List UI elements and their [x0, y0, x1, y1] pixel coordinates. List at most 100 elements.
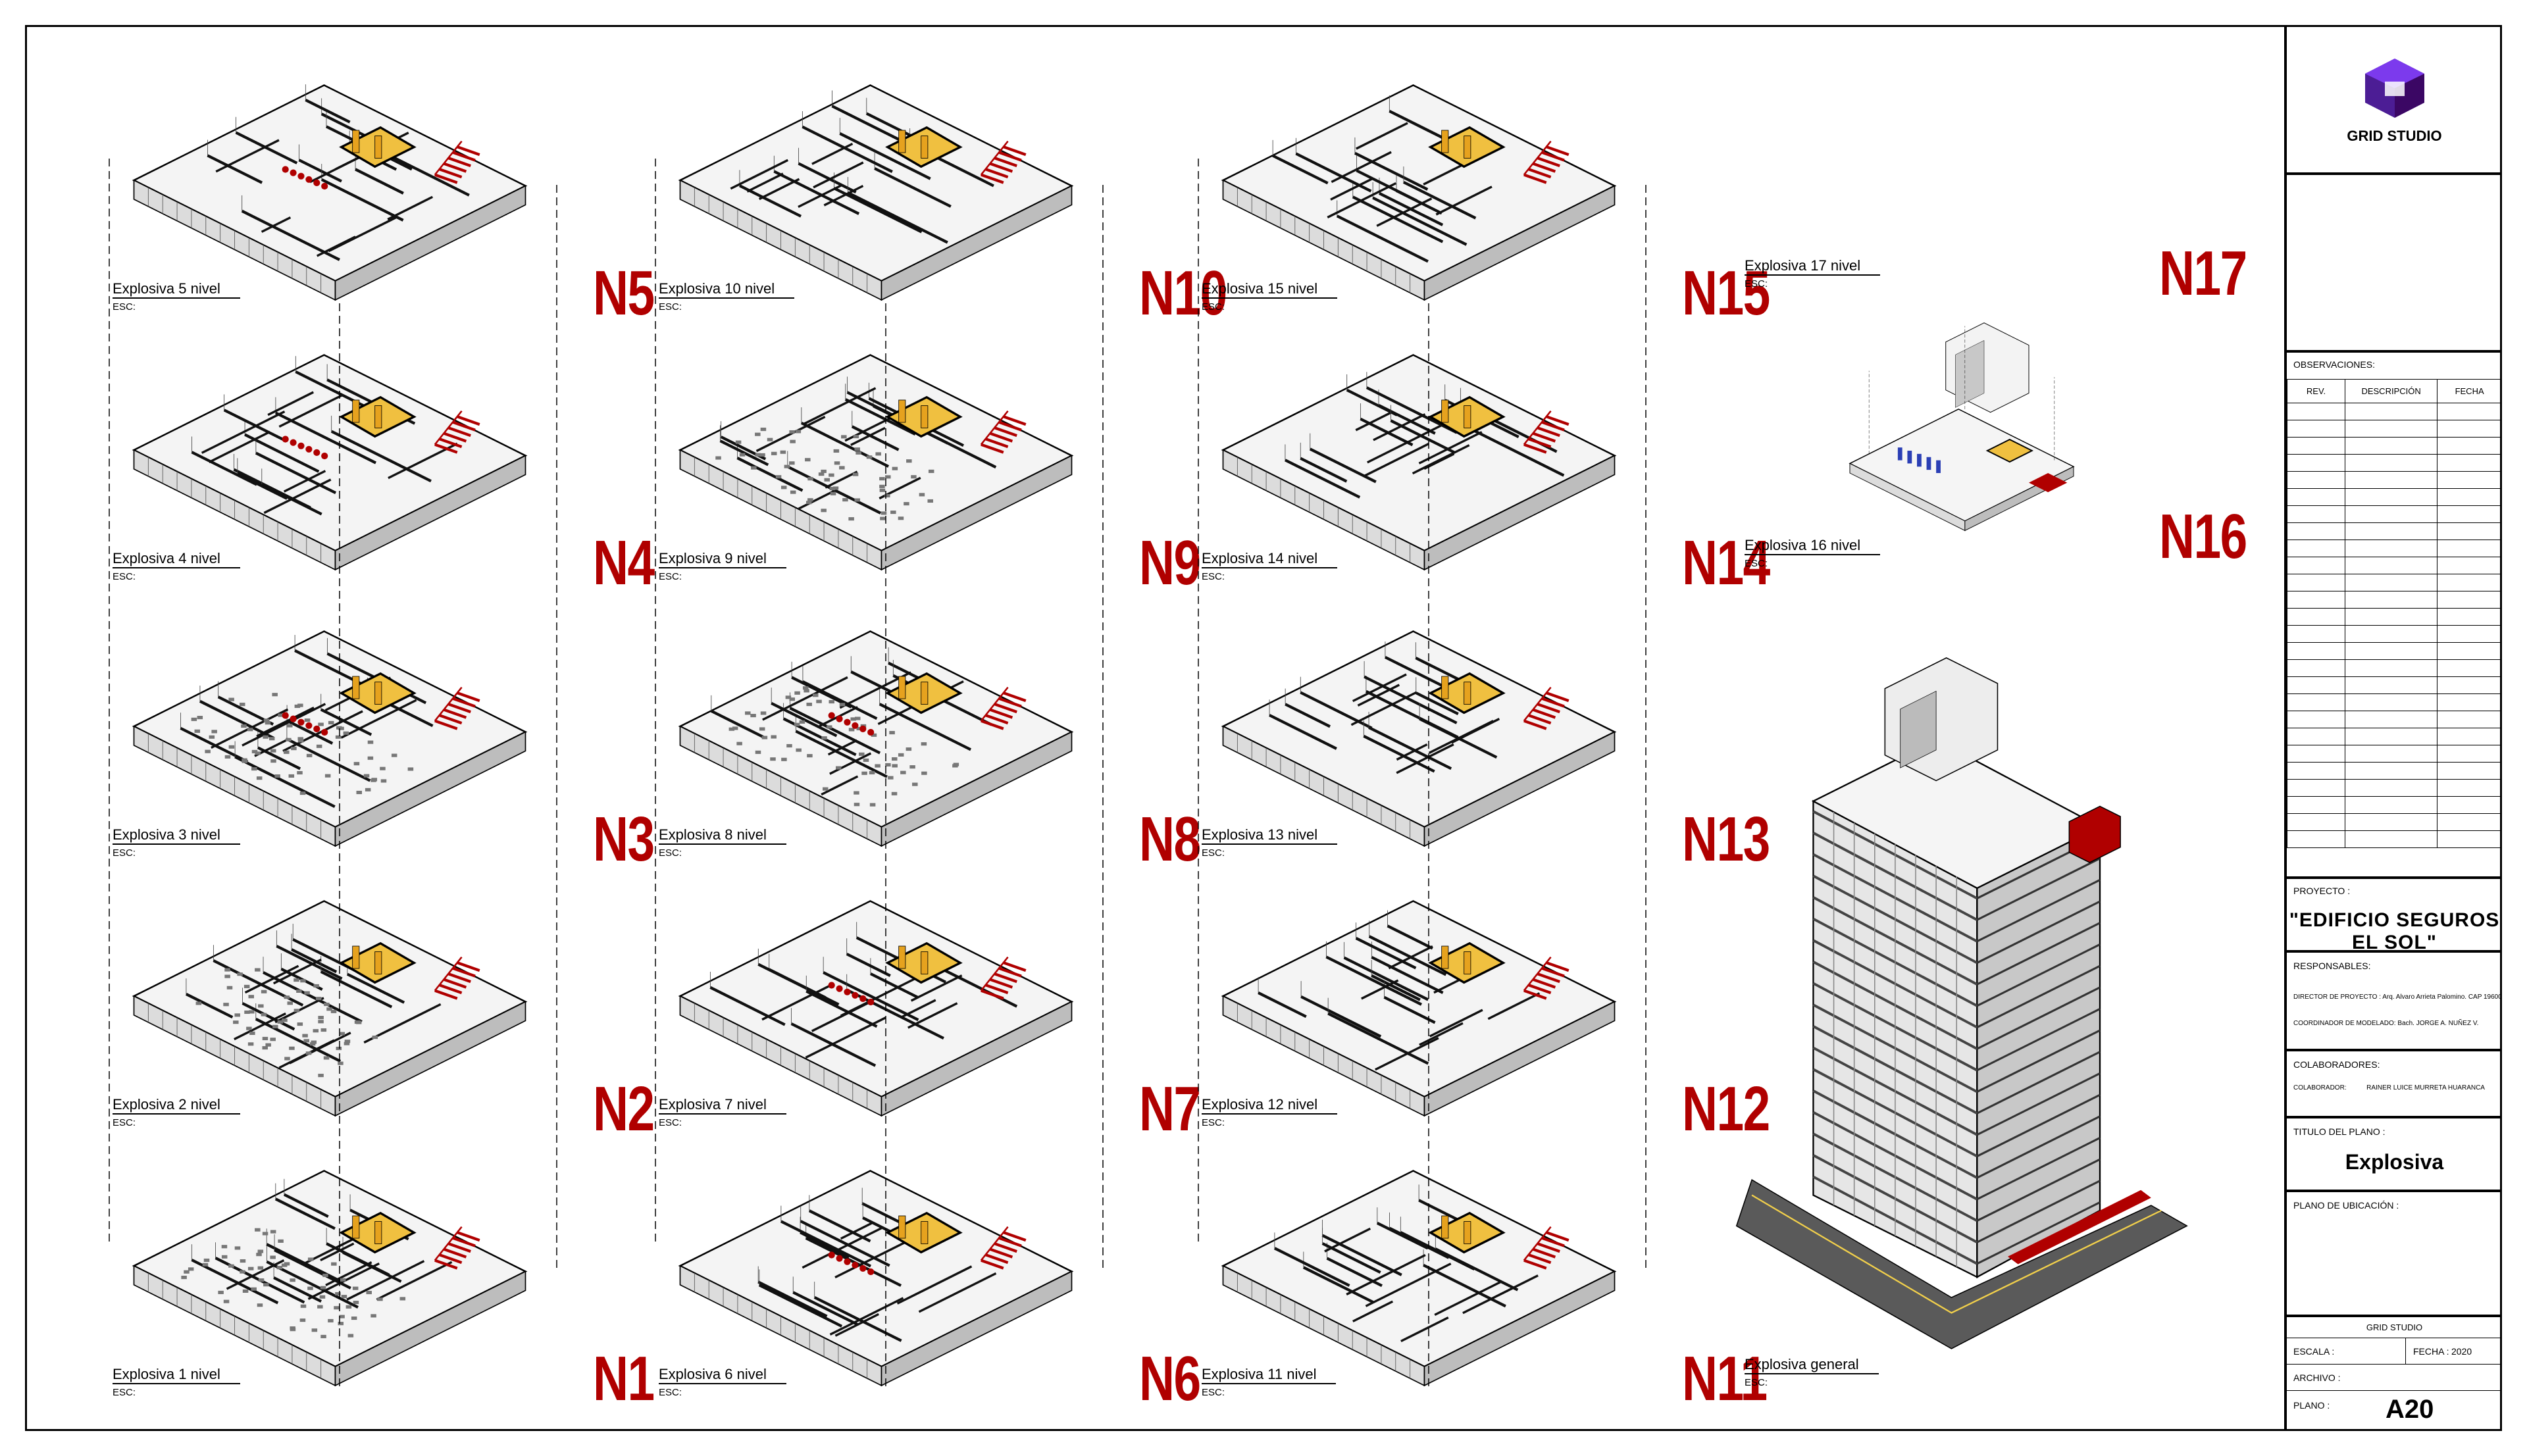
- floor-slab: [678, 354, 1074, 571]
- titulo-label: TITULO DEL PLANO :: [2293, 1126, 2386, 1137]
- observaciones-cell: [2345, 745, 2438, 763]
- view-scale: ESC:: [1202, 847, 1225, 859]
- observaciones-cell: [2437, 625, 2502, 643]
- model-svg: [1221, 354, 1617, 571]
- proyecto-box: PROYECTO : "EDIFICIO SEGUROS EL SOL": [2287, 879, 2502, 953]
- footer-box: GRID STUDIO ESCALA : FECHA : 2020 ARCHIV…: [2287, 1317, 2502, 1429]
- title-block: GRID STUDIO OBSERVACIONES: REV. DESCRIPC…: [2284, 27, 2502, 1429]
- model-svg: [678, 900, 1074, 1117]
- observaciones-table: REV. DESCRIPCIÓN FECHA: [2286, 379, 2502, 848]
- observaciones-row: [2286, 574, 2502, 591]
- observaciones-row: [2286, 505, 2502, 523]
- observaciones-cell: [2286, 488, 2346, 506]
- view-name: Explosiva 15 nivel: [1202, 280, 1338, 299]
- level-tag-n11: N11: [1682, 1343, 1768, 1414]
- observaciones-row: [2286, 745, 2502, 763]
- building-isometric: [1735, 657, 2188, 1349]
- model-svg: [132, 630, 528, 847]
- titulo-value: Explosiva: [2345, 1150, 2444, 1174]
- blank-box: [2287, 175, 2502, 353]
- floor-slab: [1221, 900, 1617, 1117]
- floor-slab: [132, 84, 528, 301]
- model-svg: [132, 354, 528, 571]
- observaciones-cell: [2286, 522, 2346, 540]
- floor-slab: [678, 630, 1074, 847]
- explosion-lines: [655, 159, 1104, 1389]
- observaciones-cell: [2437, 642, 2502, 660]
- coordinador-line: COORDINADOR DE MODELADO: Bach. JORGE A. …: [2293, 1020, 2478, 1027]
- observaciones-row: [2286, 522, 2502, 540]
- observaciones-cell: [2345, 728, 2438, 745]
- observaciones-row: [2286, 711, 2502, 728]
- observaciones-row: [2286, 762, 2502, 780]
- floor-model-n11: [1188, 1165, 1649, 1389]
- observaciones-cell: [2286, 796, 2346, 814]
- floor-model-n15: [1188, 80, 1649, 303]
- observaciones-cell: [2437, 711, 2502, 728]
- observaciones-row: [2286, 557, 2502, 574]
- level-tag-n7: N7: [1139, 1074, 1201, 1144]
- observaciones-cell: [2286, 454, 2346, 472]
- cube-logo-icon: [2364, 58, 2424, 118]
- fecha-value: 2020: [2451, 1346, 2472, 1357]
- observaciones-row: [2286, 813, 2502, 831]
- observaciones-cell: [2286, 659, 2346, 677]
- observaciones-cell: [2437, 779, 2502, 797]
- observaciones-cell: [2345, 659, 2438, 677]
- divider: [2405, 1338, 2406, 1364]
- observaciones-cell: [2286, 728, 2346, 745]
- studio-footer: GRID STUDIO: [2287, 1317, 2502, 1338]
- observaciones-cell: [2345, 642, 2438, 660]
- floor-slab: [678, 1170, 1074, 1387]
- observaciones-row: [2286, 830, 2502, 848]
- view-name: Explosiva 7 nivel: [659, 1096, 786, 1115]
- observaciones-row: [2286, 796, 2502, 814]
- observaciones-row: [2286, 403, 2502, 420]
- archivo-row: ARCHIVO :: [2287, 1365, 2502, 1391]
- floor-model-general: [1731, 606, 2192, 1395]
- colaboradores-label: COLABORADORES:: [2293, 1059, 2380, 1070]
- observaciones-cell: [2286, 437, 2346, 455]
- observaciones-cell: [2437, 454, 2502, 472]
- floor-model-n9: [646, 349, 1106, 573]
- ubicacion-label: PLANO DE UBICACIÓN :: [2293, 1200, 2399, 1211]
- observaciones-cell: [2286, 693, 2346, 711]
- model-svg: [678, 84, 1074, 301]
- view-name: Explosiva 1 nivel: [113, 1366, 240, 1384]
- observaciones-cell: [2286, 540, 2346, 557]
- explosion-lines: [109, 159, 557, 1389]
- observaciones-cell: [2345, 437, 2438, 455]
- colaborador-value: RAINER LUICE MURRETA HUARANCA: [2366, 1084, 2485, 1092]
- colaborador-label: COLABORADOR:: [2293, 1084, 2347, 1092]
- observaciones-cell: [2345, 711, 2438, 728]
- model-svg: [1849, 322, 2075, 532]
- observaciones-cell: [2345, 676, 2438, 694]
- level-tag-n14: N14: [1682, 528, 1770, 598]
- view-scale: ESC:: [659, 1387, 682, 1398]
- observaciones-cell: [2437, 676, 2502, 694]
- view-scale: ESC:: [659, 301, 682, 313]
- proyecto-label: PROYECTO :: [2293, 886, 2351, 896]
- observaciones-cell: [2437, 522, 2502, 540]
- model-svg: [132, 900, 528, 1117]
- level-tag-n6: N6: [1139, 1343, 1201, 1414]
- view-scale: ESC:: [1202, 301, 1225, 313]
- model-svg: [1221, 84, 1617, 301]
- observaciones-row: [2286, 642, 2502, 660]
- view-name: Explosiva 14 nivel: [1202, 550, 1338, 568]
- observaciones-row: [2286, 608, 2502, 626]
- coordinador-label: COORDINADOR DE MODELADO:: [2293, 1020, 2396, 1027]
- floor-model-n6: [646, 1165, 1106, 1389]
- titulo-box: TITULO DEL PLANO : Explosiva: [2287, 1118, 2502, 1192]
- explosion-lines: [1198, 159, 1646, 1389]
- level-tag-n5: N5: [593, 258, 655, 328]
- observaciones-cell: [2437, 830, 2502, 848]
- roof-level-isometric: [1849, 322, 2075, 532]
- observaciones-cell: [2437, 608, 2502, 626]
